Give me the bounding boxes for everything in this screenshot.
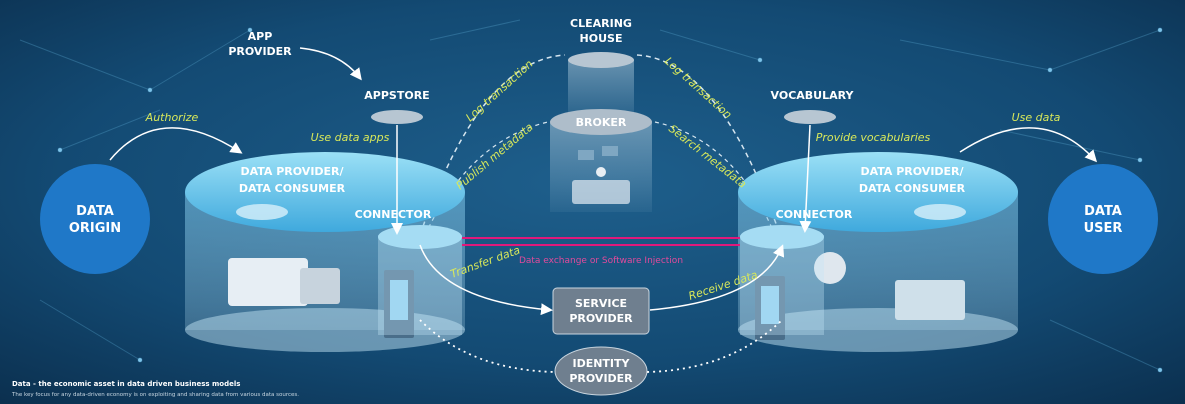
log-transaction-left-arc <box>419 54 566 236</box>
identity-provider-label-line2: PROVIDER <box>569 372 633 385</box>
right-participant-label-line1: DATA PROVIDER/ <box>860 165 964 178</box>
app-provider-label-line1: APP <box>248 30 273 43</box>
data-origin-label-line1: DATA <box>76 204 114 219</box>
left-connector-node <box>378 225 462 335</box>
footer-title: Data - the economic asset in data driven… <box>12 380 240 388</box>
authorize-arrow <box>109 127 243 161</box>
clearing-house-label-line1: CLEARING <box>570 17 632 30</box>
service-provider-label-line2: PROVIDER <box>569 312 633 325</box>
data-origin-label-line2: ORIGIN <box>69 221 121 236</box>
receive-data-arrow <box>649 244 785 311</box>
identity-provider-label-line1: IDENTITY <box>572 357 630 370</box>
broker-label: BROKER <box>576 116 627 129</box>
provide-vocabularies-edge-label: Provide vocabularies <box>816 131 931 144</box>
left-participant-label-line2: DATA CONSUMER <box>239 182 346 195</box>
broker-cylinder <box>550 109 652 212</box>
left-connector-label: CONNECTOR <box>355 208 432 221</box>
appstore-label: APPSTORE <box>364 89 429 102</box>
use-data-arrow <box>959 127 1098 163</box>
clearing-house-label-line2: HOUSE <box>580 32 623 45</box>
data-exchange-lines <box>462 237 740 246</box>
identity-right-dotted <box>646 319 783 373</box>
right-connector-label: CONNECTOR <box>776 208 853 221</box>
use-data-apps-edge-label: Use data apps <box>311 131 390 144</box>
identity-provider-node <box>554 346 648 396</box>
app-provider-arrow <box>299 47 362 81</box>
data-user-label-line2: USER <box>1084 221 1123 236</box>
appstore-disc <box>371 110 423 124</box>
footer-subtitle: The key focus for any data-driven econom… <box>11 392 299 398</box>
vocabulary-label: VOCABULARY <box>771 89 855 102</box>
left-participant-cylinder <box>185 152 465 352</box>
data-origin-node <box>40 164 150 274</box>
data-user-label-line1: DATA <box>1084 204 1122 219</box>
transfer-data-arrow <box>419 244 553 316</box>
left-participant-label-line1: DATA PROVIDER/ <box>240 165 344 178</box>
provide-vocabularies-arrow <box>799 124 812 233</box>
app-provider-label-line2: PROVIDER <box>228 45 292 58</box>
data-user-node <box>1048 164 1158 274</box>
data-exchange-label: Data exchange or Software Injection <box>519 256 683 266</box>
authorize-edge-label: Authorize <box>145 111 199 124</box>
use-data-edge-label: Use data <box>1012 111 1061 124</box>
service-provider-box <box>552 287 650 335</box>
network-pattern <box>19 19 1163 373</box>
vocabulary-disc <box>784 110 836 124</box>
right-participant-label-line2: DATA CONSUMER <box>859 182 966 195</box>
service-provider-label-line1: SERVICE <box>575 297 627 310</box>
